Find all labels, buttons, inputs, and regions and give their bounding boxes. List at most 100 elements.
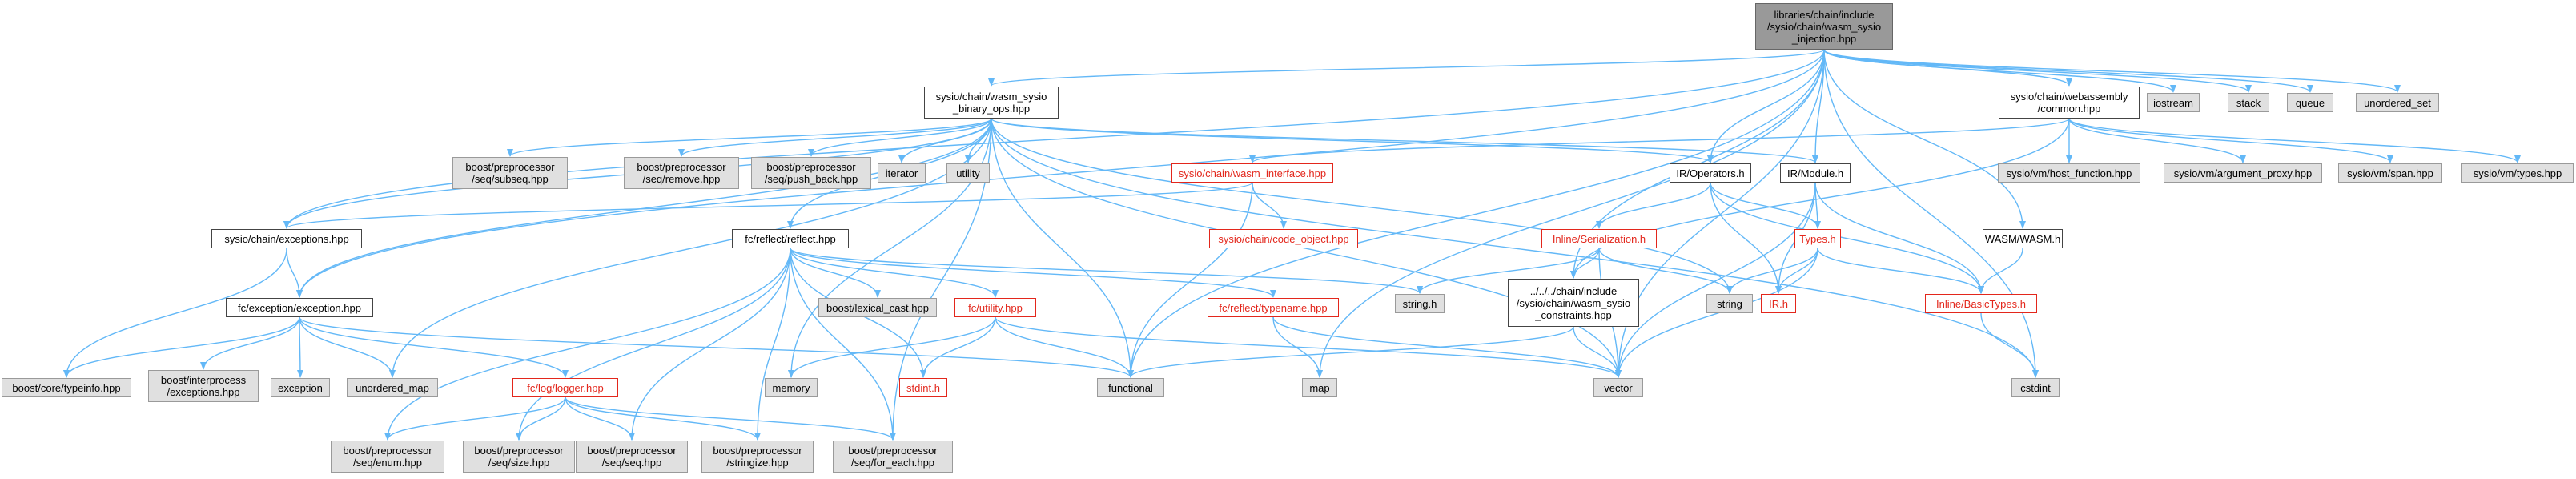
node-chain-exceptions[interactable]: sysio/chain/exceptions.hpp	[211, 229, 362, 248]
node-unordered-map[interactable]: unordered_map	[347, 378, 438, 397]
node-inline-serialization[interactable]: Inline/Serialization.h	[1541, 229, 1657, 248]
edge-webassembly_common-to-argument_proxy	[2068, 118, 2246, 163]
edge-fc_exception-to-functional	[299, 316, 1134, 378]
edge-inline_serialization-to-constraints	[1570, 248, 1600, 279]
edge-binary_ops-to-ir_operators	[991, 118, 1714, 163]
node-queue[interactable]: queue	[2287, 93, 2333, 112]
node-vector[interactable]: vector	[1593, 378, 1643, 397]
edge-binary_ops-to-functional	[991, 118, 1134, 378]
node-webassembly-common[interactable]: sysio/chain/webassembly /common.hpp	[1999, 87, 2140, 119]
edge-logger-to-seq_seq	[565, 396, 635, 441]
edge-fc_utility-to-stdint_h	[920, 316, 996, 378]
edge-constraints-to-vector	[1573, 326, 1622, 378]
edge-fc_exception-to-interprocess_exceptions	[200, 316, 300, 370]
edge-ir_operators-to-types_h	[1710, 182, 1821, 229]
edge-logger-to-stringize	[565, 396, 761, 441]
node-seq-enum[interactable]: boost/preprocessor /seq/enum.hpp	[331, 441, 444, 473]
node-utility[interactable]: utility	[946, 163, 990, 183]
node-wasm-wasm[interactable]: WASM/WASM.h	[1983, 229, 2063, 248]
node-fc-reflect[interactable]: fc/reflect/reflect.hpp	[732, 229, 849, 248]
edge-root-to-map	[1316, 49, 1825, 378]
node-root-injection[interactable]: libraries/chain/include /sysio/chain/was…	[1755, 3, 1893, 50]
node-iostream[interactable]: iostream	[2147, 93, 2200, 112]
node-fc-utility[interactable]: fc/utility.hpp	[954, 298, 1036, 317]
edge-root-to-cstdint	[1823, 49, 2039, 378]
node-ir-operators[interactable]: IR/Operators.h	[1670, 163, 1751, 183]
node-typename[interactable]: fc/reflect/typename.hpp	[1208, 298, 1339, 317]
edge-logger-to-enum	[384, 396, 566, 441]
node-typeinfo[interactable]: boost/core/typeinfo.hpp	[2, 378, 131, 397]
node-subseq[interactable]: boost/preprocessor /seq/subseq.hpp	[452, 157, 568, 189]
node-seq-seq[interactable]: boost/preprocessor /seq/seq.hpp	[576, 441, 688, 473]
edge-wasm_wasm-to-inline_basictypes	[1978, 248, 2023, 294]
edge-types_h-to-ir_h	[1775, 248, 1818, 294]
edge-inline_basictypes-to-cstdint	[1980, 312, 2039, 378]
node-code-object[interactable]: sysio/chain/code_object.hpp	[1209, 229, 1358, 248]
node-logger[interactable]: fc/log/logger.hpp	[512, 378, 618, 397]
edge-typename-to-map	[1272, 316, 1323, 378]
node-iterator[interactable]: iterator	[878, 163, 926, 183]
edge-root-to-functional	[1127, 49, 1825, 378]
edge-fc_utility-to-vector	[995, 316, 1622, 378]
node-lexical-cast[interactable]: boost/lexical_cast.hpp	[818, 298, 937, 317]
node-interprocess-exceptions[interactable]: boost/interprocess /exceptions.hpp	[148, 370, 259, 402]
edge-fc_reflect-to-lexical_cast	[790, 248, 881, 298]
node-wasm-interface[interactable]: sysio/chain/wasm_interface.hpp	[1171, 163, 1333, 183]
edge-fc_utility-to-functional	[995, 316, 1134, 378]
node-remove[interactable]: boost/preprocessor /seq/remove.hpp	[624, 157, 739, 189]
edge-webassembly_common-to-span	[2068, 118, 2393, 163]
edge-root-to-unordered_set	[1823, 49, 2401, 93]
node-constraints[interactable]: ../../../chain/include /sysio/chain/wasm…	[1508, 279, 1639, 327]
edge-root-to-vector	[1615, 49, 1825, 378]
node-stdint-h[interactable]: stdint.h	[899, 378, 947, 397]
edge-binary_ops-to-push_back	[808, 118, 992, 157]
edge-fc_exception-to-logger	[299, 316, 569, 378]
node-string[interactable]: string	[1706, 294, 1753, 313]
edge-types_h-to-inline_basictypes	[1817, 248, 1984, 294]
edge-wasm_interface-to-chain_exceptions	[283, 182, 1253, 229]
node-types-h[interactable]: Types.h	[1794, 229, 1841, 248]
node-ir-h[interactable]: IR.h	[1761, 294, 1796, 313]
node-vm-types[interactable]: sysio/vm/types.hpp	[2461, 163, 2574, 183]
edge-typename-to-vector	[1272, 316, 1622, 378]
edge-root-to-binary_ops	[988, 49, 1825, 87]
node-binary-ops[interactable]: sysio/chain/wasm_sysio _binary_ops.hpp	[924, 87, 1059, 119]
node-argument-proxy[interactable]: sysio/vm/argument_proxy.hpp	[2164, 163, 2322, 183]
edge-types_h-to-string	[1726, 248, 1818, 294]
node-span[interactable]: sysio/vm/span.hpp	[2338, 163, 2442, 183]
edge-chain_exceptions-to-fc_exception	[286, 248, 303, 298]
node-stringize[interactable]: boost/preprocessor /stringize.hpp	[701, 441, 814, 473]
node-host-function[interactable]: sysio/vm/host_function.hpp	[1998, 163, 2140, 183]
edge-root-to-webassembly_common	[1823, 49, 2072, 87]
edge-ir_module-to-vector	[1615, 182, 1816, 378]
node-seq-size[interactable]: boost/preprocessor /seq/size.hpp	[463, 441, 575, 473]
edge-inline_serialization-to-string_h	[1417, 248, 1600, 294]
edge-fc_reflect-to-stringize	[754, 248, 791, 441]
edge-fc_utility-to-memory	[788, 316, 996, 378]
node-ir-module[interactable]: IR/Module.h	[1780, 163, 1851, 183]
edge-inline_serialization-to-string	[1598, 248, 1733, 294]
edge-webassembly_common-to-vm_types	[2068, 118, 2521, 163]
edge-fc_reflect-to-string_h	[790, 248, 1423, 294]
node-inline-basictypes[interactable]: Inline/BasicTypes.h	[1925, 294, 2037, 313]
node-cstdint[interactable]: cstdint	[2011, 378, 2060, 397]
node-map[interactable]: map	[1302, 378, 1337, 397]
edge-binary_ops-to-string	[991, 118, 1733, 294]
node-exception[interactable]: exception	[271, 378, 330, 397]
node-for-each[interactable]: boost/preprocessor /seq/for_each.hpp	[833, 441, 953, 473]
edge-wasm_interface-to-functional	[1127, 182, 1253, 378]
edge-fc_reflect-to-seq_size	[516, 248, 791, 441]
node-memory[interactable]: memory	[765, 378, 818, 397]
edge-fc_reflect-to-fc_utility	[790, 248, 999, 298]
node-push-back[interactable]: boost/preprocessor /seq/push_back.hpp	[751, 157, 871, 189]
edge-ir_operators-to-inline_basictypes	[1710, 182, 1984, 294]
node-string-h[interactable]: string.h	[1395, 294, 1445, 313]
edge-chain_exceptions-to-typeinfo	[63, 248, 287, 378]
node-fc-exception[interactable]: fc/exception/exception.hpp	[226, 298, 373, 317]
edge-ir_operators-to-ir_h	[1710, 182, 1782, 294]
edge-fc_exception-to-typeinfo	[63, 316, 300, 378]
node-functional[interactable]: functional	[1097, 378, 1164, 397]
node-unordered-set[interactable]: unordered_set	[2356, 93, 2439, 112]
node-stack[interactable]: stack	[2228, 93, 2269, 112]
edge-fc_reflect-to-enum	[384, 248, 791, 441]
